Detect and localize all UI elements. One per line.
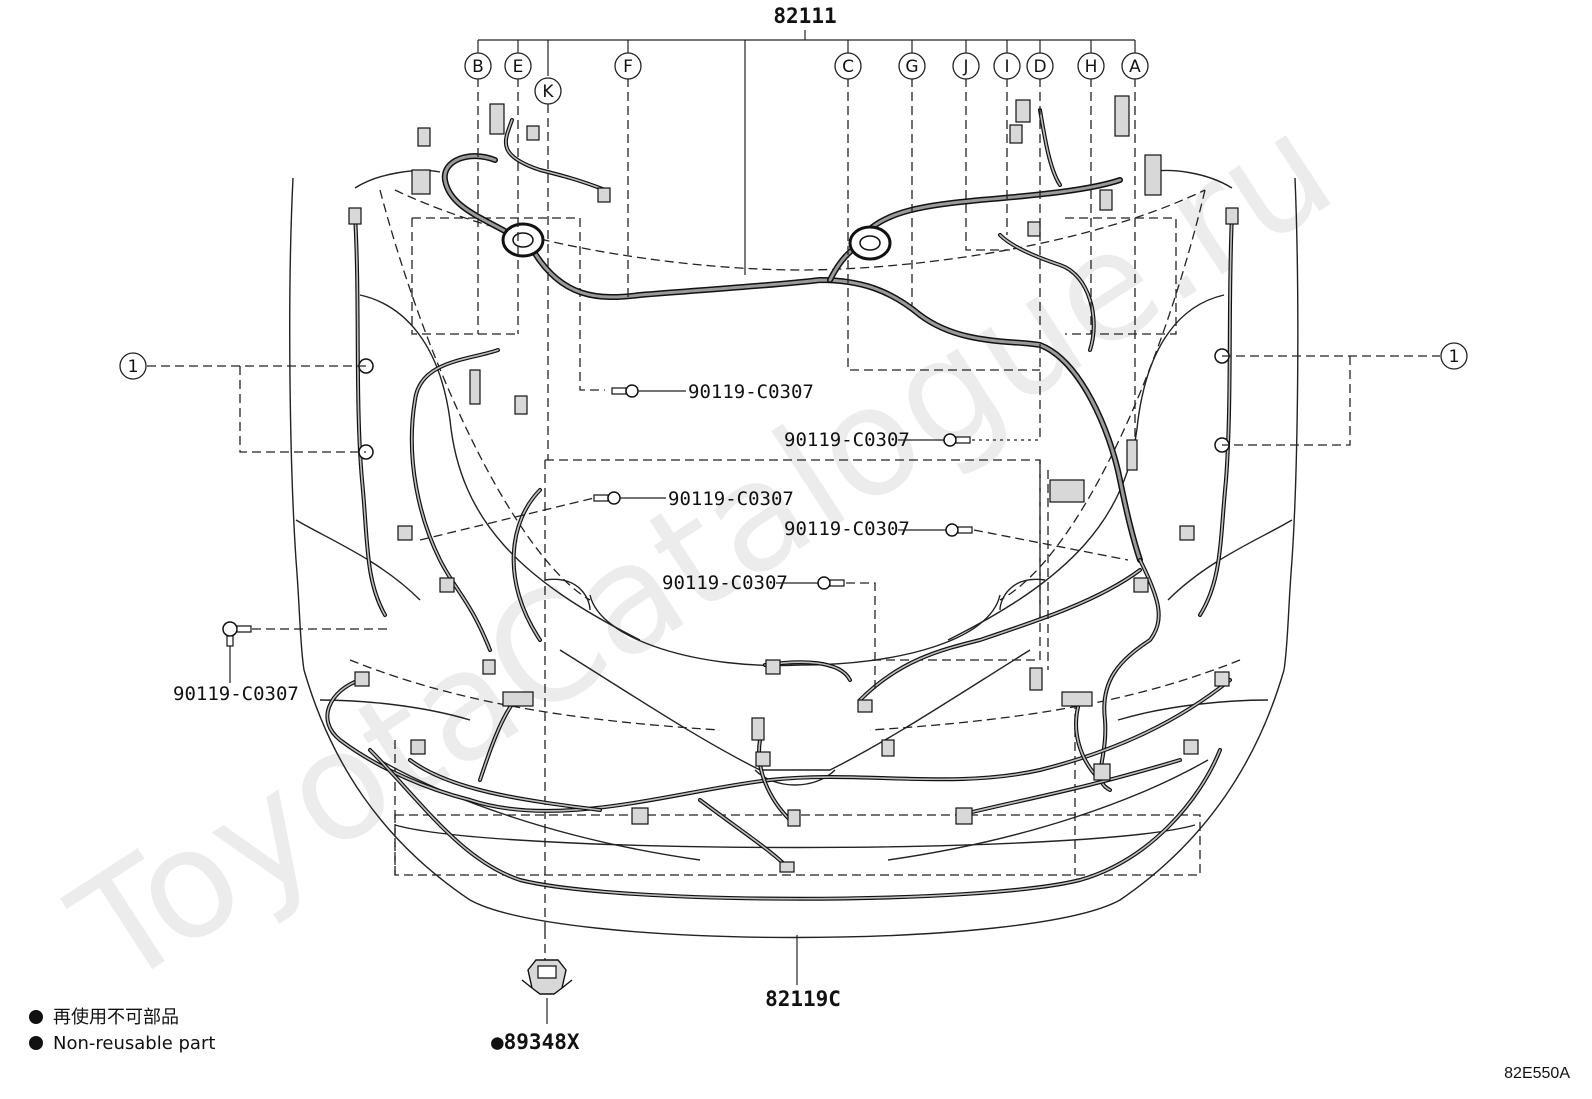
clip-part: ●89348X xyxy=(491,930,580,1054)
legend-line-japanese: 再使用不可部品 xyxy=(53,1007,179,1028)
harness-label: 82119C xyxy=(765,935,841,1011)
bolt-part-number: 90119-C0307 xyxy=(662,572,788,594)
bolt-4: 90119-C0307 xyxy=(784,518,1129,561)
callout-f: F xyxy=(614,52,642,80)
callout-leaders xyxy=(477,78,1136,670)
bolt-icon xyxy=(593,491,621,505)
svg-text:A: A xyxy=(1129,57,1141,77)
legend-line-english: Non-reusable part xyxy=(53,1033,215,1054)
legend: 再使用不可部品 Non-reusable part xyxy=(29,1007,215,1054)
diagram-code: 82E550A xyxy=(1504,1065,1570,1082)
callout-d: D xyxy=(1026,52,1054,80)
svg-text:1: 1 xyxy=(128,357,139,377)
svg-text:1: 1 xyxy=(1449,347,1460,367)
bolt-part-number: 90119-C0307 xyxy=(173,683,299,705)
connectors xyxy=(348,95,1239,873)
bolt-part-number: 90119-C0307 xyxy=(784,518,910,540)
bolt-icon xyxy=(611,384,639,398)
callout-c: C xyxy=(834,52,862,80)
bolt-icon xyxy=(945,523,973,537)
callout-1-right: 1 xyxy=(1440,342,1468,370)
bolt-part-number: 90119-C0307 xyxy=(784,429,910,451)
bolt-icon xyxy=(817,576,845,590)
watermark: ToyotaCatalogue.ru xyxy=(44,81,1362,1021)
bolt-3: 90119-C0307 xyxy=(419,488,794,541)
svg-text:D: D xyxy=(1033,57,1046,77)
main-part-number: 82111 xyxy=(773,4,836,28)
bolt-5: 90119-C0307 xyxy=(662,572,876,690)
non-reusable-bullet-icon xyxy=(29,1036,43,1050)
bolt-icon xyxy=(222,621,252,647)
callout-bubbles: B E K F C G J I xyxy=(119,52,1468,380)
car-body-outline xyxy=(289,169,1299,939)
callout-1-left: 1 xyxy=(119,352,147,380)
svg-text:E: E xyxy=(513,57,524,77)
clip-part-number: ●89348X xyxy=(491,1030,580,1054)
bolt-icon xyxy=(943,433,971,447)
svg-text:H: H xyxy=(1085,57,1098,77)
clip-icon xyxy=(521,959,573,995)
non-reusable-bullet-icon xyxy=(29,1010,43,1024)
engine-room-harness xyxy=(441,153,1143,563)
callout-e: E xyxy=(504,52,532,80)
bolt-1: 90119-C0307 xyxy=(611,381,814,403)
svg-text:F: F xyxy=(623,57,633,77)
callout-g: G xyxy=(898,52,926,80)
svg-text:B: B xyxy=(472,57,484,77)
harness-part-number: 82119C xyxy=(765,987,841,1011)
side-clamps xyxy=(147,348,1440,460)
callout-i: I xyxy=(993,52,1021,80)
main-part-bracket: 82111 xyxy=(477,4,1136,275)
svg-text:I: I xyxy=(1004,57,1009,77)
bolt-6: 90119-C0307 xyxy=(173,621,392,705)
callout-k: K xyxy=(534,77,562,105)
svg-text:K: K xyxy=(542,82,554,102)
callout-b: B xyxy=(464,52,492,80)
svg-text:C: C xyxy=(842,57,854,77)
svg-text:G: G xyxy=(905,57,918,77)
svg-text:J: J xyxy=(962,57,968,77)
bolt-part-number: 90119-C0307 xyxy=(688,381,814,403)
callout-a: A xyxy=(1121,52,1149,80)
bolt-2: 90119-C0307 xyxy=(784,429,1040,451)
grommets xyxy=(501,222,892,261)
bolt-part-number: 90119-C0307 xyxy=(668,488,794,510)
callout-j: J xyxy=(952,52,980,80)
callout-h: H xyxy=(1077,52,1105,80)
